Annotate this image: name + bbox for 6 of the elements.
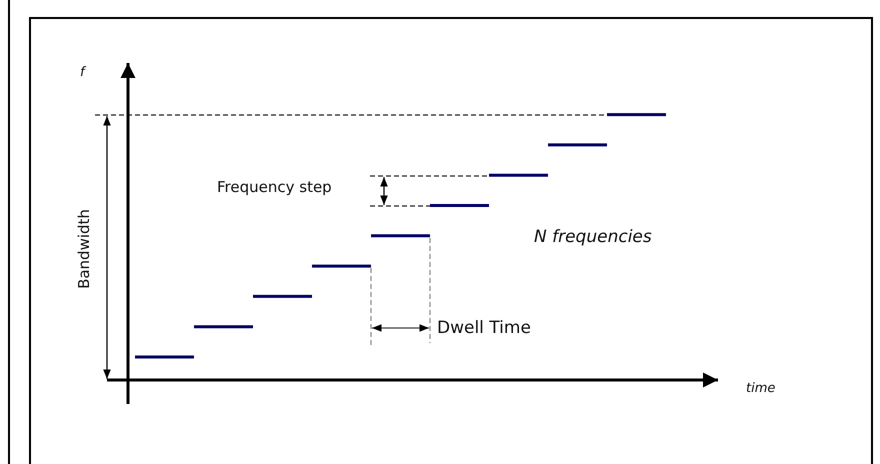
- axis-label: time: [746, 380, 776, 398]
- annotation: N frequencies: [534, 228, 652, 246]
- dimension-label: Dwell Time: [437, 319, 531, 337]
- axis-label: f: [80, 64, 85, 82]
- dimension-label: Frequency step: [217, 178, 332, 196]
- dimension-label: Bandwidth: [74, 209, 93, 289]
